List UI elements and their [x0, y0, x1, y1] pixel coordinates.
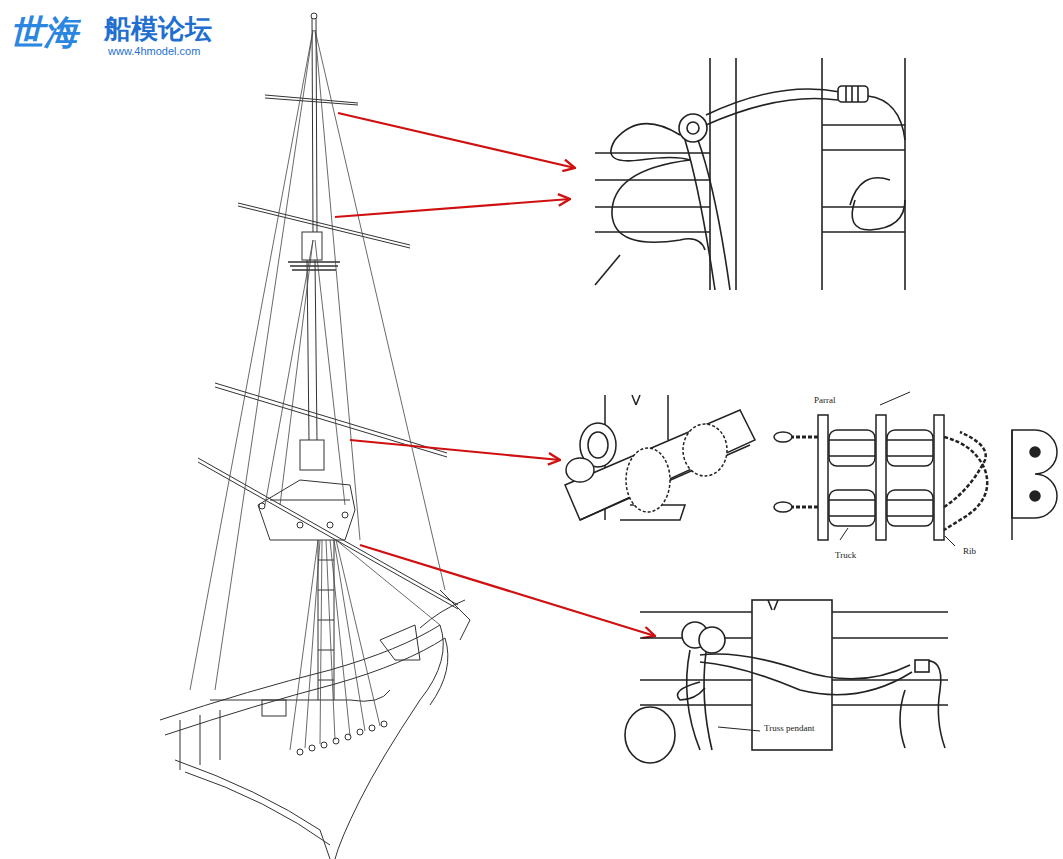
part-label: Rib [962, 547, 977, 557]
part-label: Truck [834, 551, 857, 561]
watermark-url: www.4hmodel.com [108, 45, 200, 57]
watermark-title: 船模论坛 [104, 14, 212, 44]
logo-mark: 世海 [10, 14, 78, 51]
part-label: Parral [813, 396, 837, 406]
part-label: Truss pendant [763, 724, 815, 734]
